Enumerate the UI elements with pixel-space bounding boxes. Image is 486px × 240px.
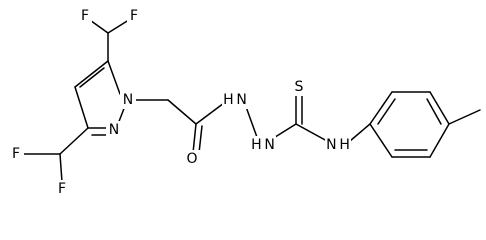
atom-n-ring-1: N (123, 92, 133, 108)
bond-ar-c3-c4 (429, 91, 450, 125)
bond-ar-c4-c5 (429, 123, 450, 158)
bond-ring-n1-c5 (107, 60, 121, 95)
bond-ar-inner-2 (426, 98, 442, 125)
bond-carbonyl-o (192, 123, 197, 154)
bond-ar-inner-1 (377, 98, 396, 125)
atom-f-bottom-left: F (12, 146, 20, 162)
bond-ring-c5-c4-double (79, 67, 105, 88)
atom-o-carbonyl: O (186, 151, 197, 167)
bond-ar-methyl (448, 109, 481, 125)
bond-carbonyl-o-double (198, 125, 203, 154)
bond-ring-chf2-bottom (59, 127, 89, 155)
bond-lines (21, 17, 481, 183)
bond-ar-c6-c1 (369, 123, 393, 158)
bond-nh-nh (244, 103, 259, 141)
atom-f-top-right: F (130, 8, 138, 24)
bond-ring-c4-c3 (74, 86, 89, 129)
atom-f-top-left: F (81, 8, 89, 24)
bond-carbonyl-nh (195, 102, 225, 125)
bond-nh-aryl (349, 123, 371, 142)
atom-labels: F F N N F F O H N H N S N H (8, 7, 351, 198)
bond-ch2-carbonyl (167, 99, 197, 125)
atom-nh-hydrazide-2: H N (251, 137, 275, 153)
molecule-structure-diagram: F F N N F F O H N H N S N H (8, 7, 481, 198)
atom-nh-hydrazide-1: H N (223, 92, 247, 108)
atom-s-thio: S (295, 79, 304, 95)
atom-f-bottom-right: F (58, 181, 66, 197)
bond-cf-bottom-right (59, 153, 63, 183)
atom-nh-aryl: N H (326, 137, 350, 153)
atom-n-ring-2: N (109, 122, 119, 138)
bond-thio-c-nh (295, 123, 328, 142)
bond-ar-c1-c2 (369, 91, 393, 125)
bond-ring-c5-c4 (74, 60, 109, 88)
